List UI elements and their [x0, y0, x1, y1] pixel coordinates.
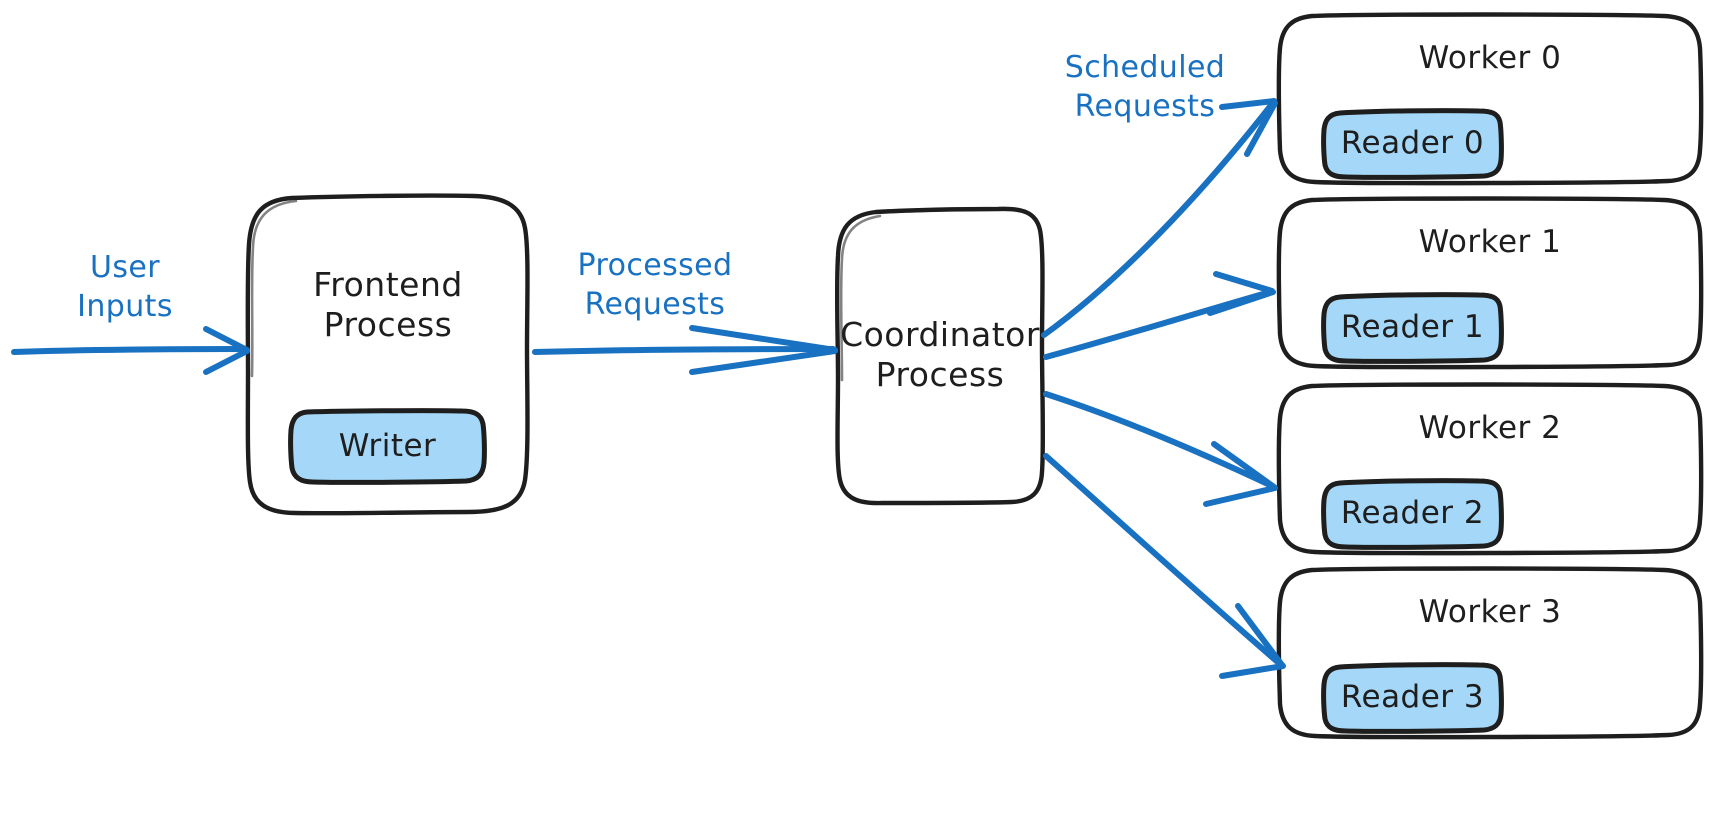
arrow-coordinator-to-worker-3 — [1043, 453, 1286, 679]
arrow-user-inputs — [11, 326, 250, 375]
edge-label-user-inputs: User Inputs — [77, 250, 173, 324]
arrow-coordinator-to-worker-1 — [1043, 271, 1276, 360]
arrow-coordinator-to-worker-2 — [1043, 391, 1278, 507]
edge-label-processed-requests: Processed Requests — [577, 248, 733, 322]
worker-1-title: Worker 1 — [1418, 224, 1562, 261]
worker-3-title: Worker 3 — [1418, 594, 1562, 631]
worker-2-title: Worker 2 — [1418, 410, 1562, 447]
reader-1-chip-label: Reader 1 — [1340, 309, 1485, 346]
reader-3-chip-label: Reader 3 — [1340, 679, 1485, 716]
frontend-process-title: Frontend Process — [313, 264, 463, 344]
worker-0-title: Worker 0 — [1418, 40, 1562, 77]
reader-2-chip-label: Reader 2 — [1340, 495, 1485, 532]
arrow-coordinator-to-worker-0 — [1041, 98, 1278, 338]
reader-0-chip-label: Reader 0 — [1340, 125, 1485, 162]
edge-label-scheduled-requests: Scheduled Requests — [1064, 50, 1226, 124]
writer-chip-label: Writer — [338, 428, 437, 465]
arrow-processed-requests — [532, 325, 838, 375]
coordinator-process-title: Coordinator Process — [840, 314, 1040, 394]
